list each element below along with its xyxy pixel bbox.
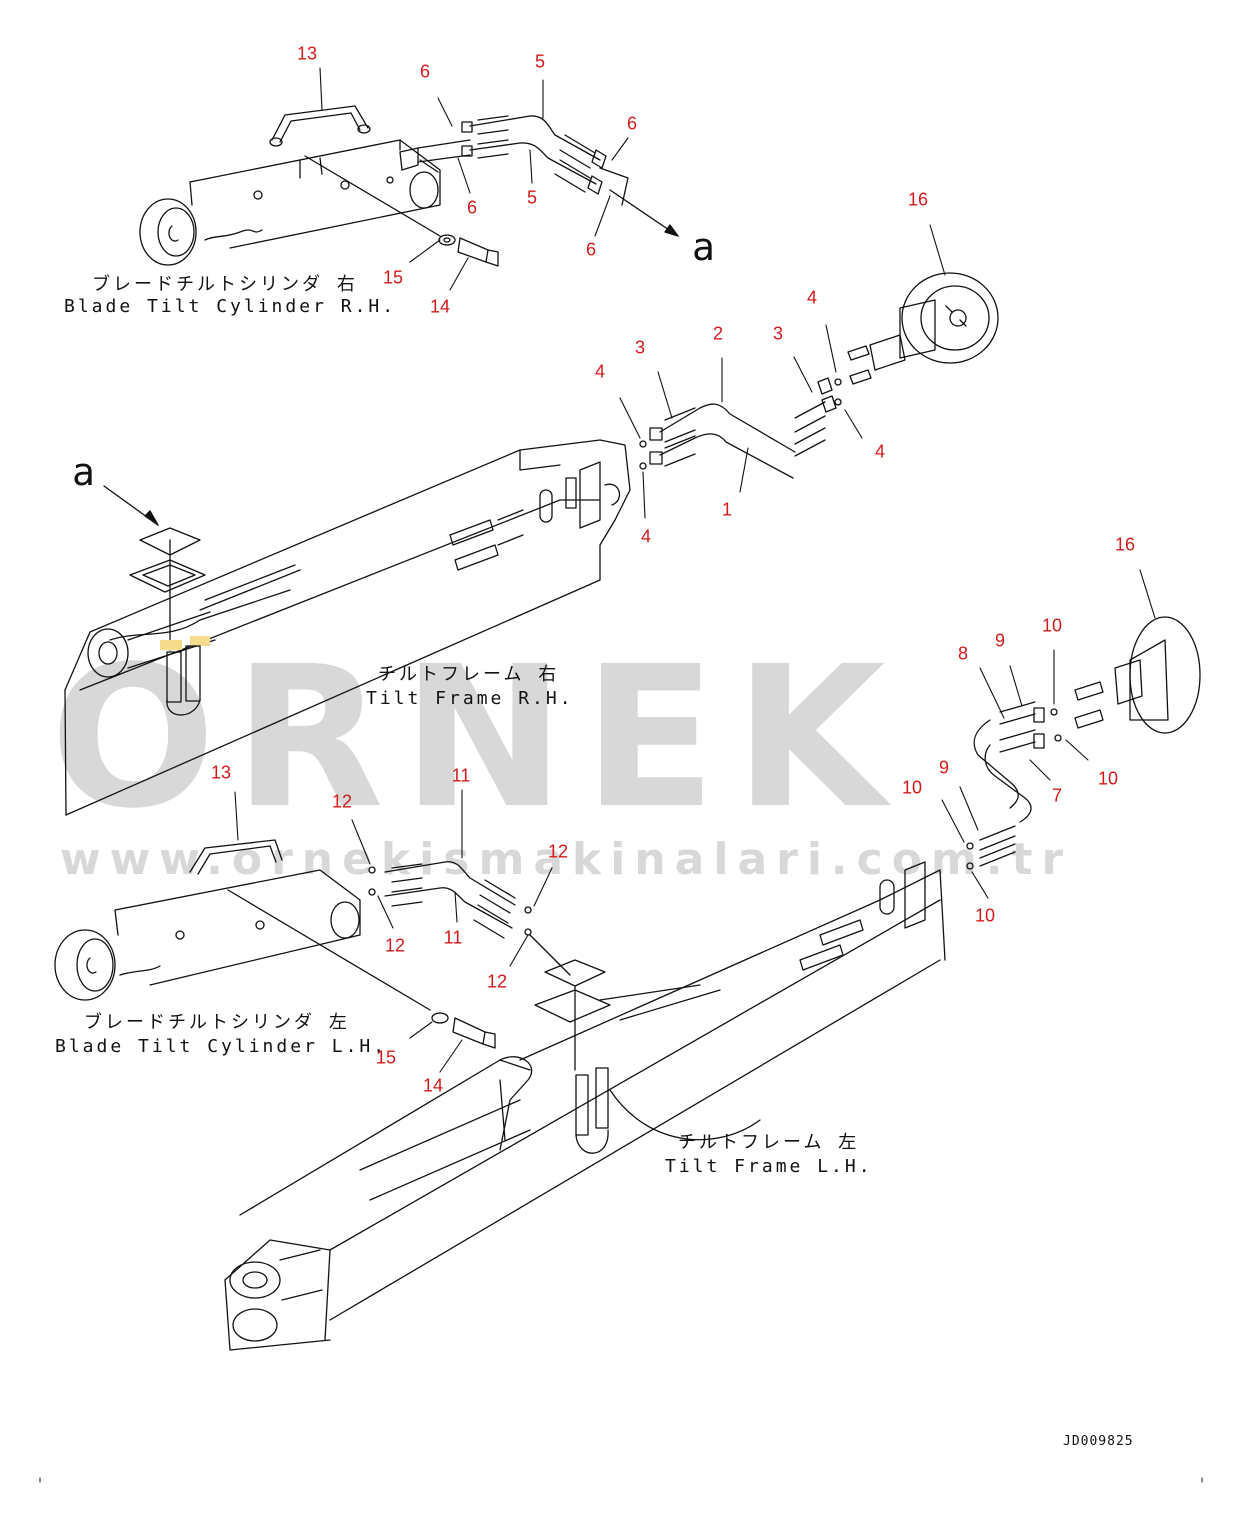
view-marker-a-top: a (692, 225, 715, 269)
callout-11: 11 (451, 765, 471, 786)
cylinder-rh-drawing (139, 105, 679, 267)
callout-16: 16 (1114, 534, 1136, 555)
callout-1: 1 (721, 499, 733, 520)
callout-6: 6 (626, 113, 638, 134)
cylinder-lh-drawing (54, 839, 611, 1071)
view-marker-a-left: a (72, 450, 95, 494)
callout-6: 6 (419, 61, 431, 82)
caption-cylinder-lh-en: Blade Tilt Cylinder L.H. (55, 1036, 388, 1057)
callout-6: 6 (466, 197, 478, 218)
watermark-brand: ORNEK (50, 624, 904, 851)
callout-12: 12 (486, 971, 508, 992)
leader-lines (234, 67, 1156, 1073)
caption-frame-lh-en: Tilt Frame L.H. (665, 1156, 873, 1177)
callout-15: 15 (375, 1047, 397, 1068)
caption-cylinder-lh-jp: ブレードチルトシリンダ 左 (84, 1012, 350, 1033)
drawing-code: JD009825 (1063, 1434, 1134, 1449)
callout-13: 13 (210, 762, 232, 783)
callout-11: 11 (443, 927, 463, 948)
frame-rh-drawing (64, 272, 999, 816)
callout-9: 9 (994, 630, 1006, 651)
callout-4: 4 (640, 526, 652, 547)
callout-10: 10 (974, 905, 996, 926)
callout-8: 8 (957, 643, 969, 664)
callout-13: 13 (296, 43, 318, 64)
callout-12: 12 (384, 935, 406, 956)
caption-cylinder-rh-en: Blade Tilt Cylinder R.H. (64, 296, 397, 317)
callout-10: 10 (1041, 615, 1063, 636)
caption-frame-lh-jp: チルトフレーム 左 (678, 1132, 860, 1153)
callout-9: 9 (938, 757, 950, 778)
callout-10: 10 (1097, 768, 1119, 789)
callout-15: 15 (382, 267, 404, 288)
callout-3: 3 (772, 323, 784, 344)
callout-4: 4 (806, 287, 818, 308)
callout-4: 4 (874, 441, 886, 462)
callout-3: 3 (634, 337, 646, 358)
callout-5: 5 (526, 187, 538, 208)
callout-16: 16 (907, 189, 929, 210)
callout-5: 5 (534, 51, 546, 72)
callout-14: 14 (429, 296, 451, 317)
callout-4: 4 (594, 361, 606, 382)
caption-cylinder-rh-jp: ブレードチルトシリンダ 右 (92, 274, 358, 295)
caption-frame-rh-jp: チルトフレーム 右 (378, 664, 560, 685)
callout-2: 2 (712, 323, 724, 344)
callout-14: 14 (422, 1075, 444, 1096)
lh-motor-drawing (966, 616, 1201, 870)
callout-12: 12 (547, 841, 569, 862)
frame-lh-drawing (224, 861, 946, 1351)
callout-7: 7 (1051, 785, 1063, 806)
callout-10: 10 (901, 777, 923, 798)
caption-frame-rh-en: Tilt Frame R.H. (366, 688, 574, 709)
callout-12: 12 (331, 791, 353, 812)
callout-6: 6 (585, 239, 597, 260)
